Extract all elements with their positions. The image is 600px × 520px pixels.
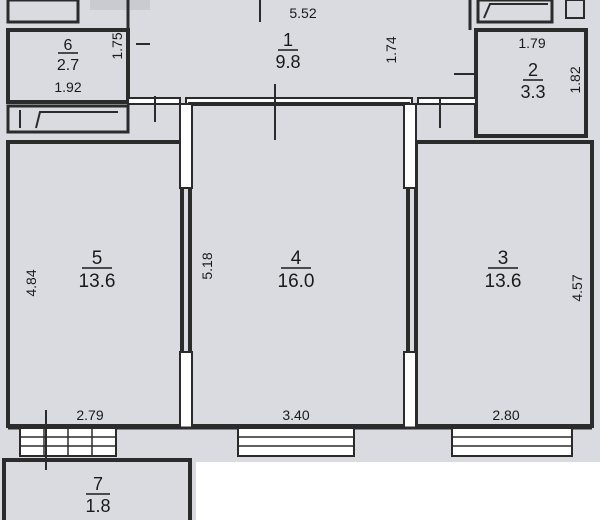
dim-4-57: 4.57 [569,274,585,301]
dim-1-82: 1.82 [567,66,583,93]
dim-1-79: 1.79 [518,35,545,51]
room-5-outline [6,140,184,428]
room-3-number: 3 [498,248,509,269]
room-1-number: 1 [283,30,293,50]
room-4-outline [188,102,410,428]
room-7-number: 7 [93,474,103,494]
window-bottom-middle [237,427,355,457]
room-6-number: 6 [64,37,73,54]
wall-segment [403,103,417,189]
wall-segment [179,351,193,429]
room-6-area: 2.7 [57,57,79,74]
room-2-outline [474,28,588,138]
top-smudge [90,0,150,10]
blank-area [196,462,600,520]
dim-5-18: 5.18 [199,252,215,279]
room-3-outline [414,140,594,428]
wall-segment [417,97,477,105]
window-top-right [565,0,585,19]
dim-1-75: 1.75 [109,32,125,59]
room-4-number: 4 [291,248,302,269]
wall-segment [179,103,193,189]
room-2-area: 3.3 [520,82,545,102]
dim-3-40: 3.40 [282,407,309,423]
room-4-area: 16.0 [278,271,315,292]
room-5-area: 13.6 [79,271,116,292]
dim-1-92: 1.92 [54,79,81,95]
window-left [6,104,130,134]
room-5-number: 5 [92,248,103,269]
door-swing [483,3,548,19]
dim-4-84: 4.84 [23,269,39,296]
room-2-number: 2 [528,60,538,80]
dim-2-79: 2.79 [76,407,103,423]
dim-2-80: 2.80 [492,407,519,423]
dim-1-74: 1.74 [383,36,399,63]
room-top-right-partial [476,0,554,24]
room-3-area: 13.6 [485,271,522,292]
room-7-outline [2,458,192,520]
window-bottom-left [19,427,117,457]
door-swing [35,111,118,129]
room-top-left-partial [6,0,80,24]
room-1-area: 9.8 [275,52,300,72]
dim-5-52: 5.52 [289,5,316,21]
wall-segment [403,351,417,429]
room-7-area: 1.8 [85,496,110,516]
window-bottom-right [451,427,573,457]
